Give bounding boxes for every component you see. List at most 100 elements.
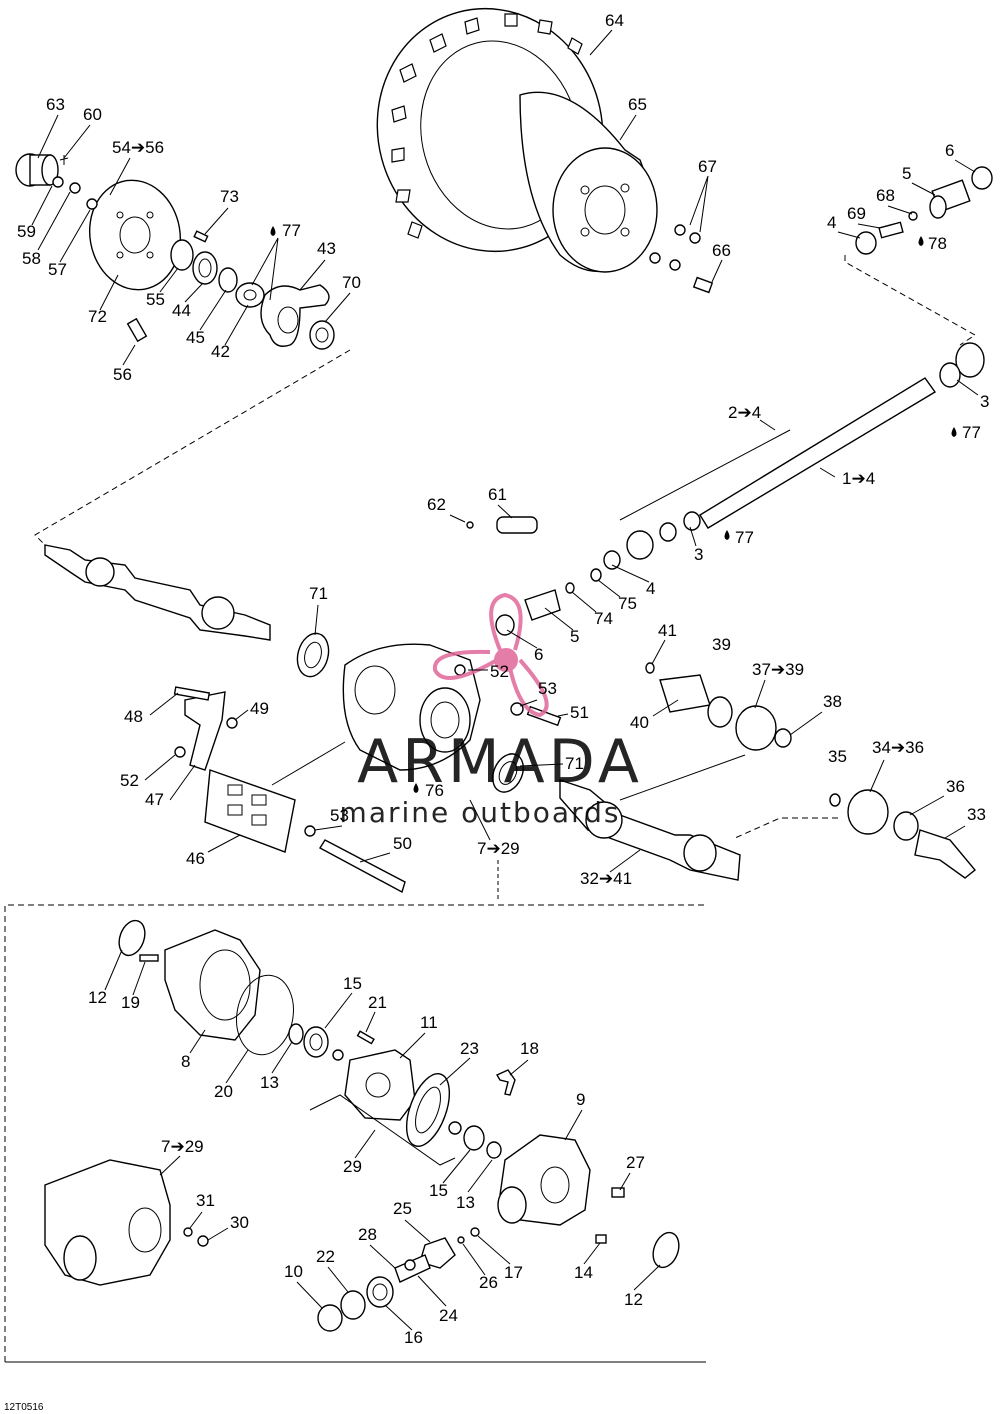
rim-part-65 [519,91,658,273]
callout-5b: 5 [570,627,579,646]
callout-26: 26 [479,1273,498,1292]
callout-53b: 53 [330,806,349,825]
watermark-tagline: marine outboards [340,796,621,829]
callout-44: 44 [172,301,191,320]
callout-16: 16 [404,1328,423,1347]
plate-part-46 [204,769,296,853]
grease-drop-icon [413,783,419,793]
bracket-line-29 [309,1094,456,1166]
bolt-part-48 [173,686,211,701]
assembled-housing-part-7 [44,1159,171,1286]
small-washers-57-58-59 [52,176,98,210]
propeller-blade-top [489,592,523,651]
housing-cover-part-8 [164,929,261,1041]
callout-77b: 77 [962,423,981,442]
callout-labels: 64 65 67 66 63 60 54➔56 59 58 57 72 73 7… [17,11,989,1347]
callout-65: 65 [628,95,647,114]
callout-40: 40 [630,713,649,732]
guide-line-right [844,255,976,346]
callout-68: 68 [876,186,895,205]
long-bolt-part-50 [304,825,406,894]
callout-41: 41 [658,621,677,640]
callout-77a: 77 [282,221,301,240]
grease-drop-icon [918,236,924,246]
callout-22: 22 [316,1247,335,1266]
callout-62: 62 [427,495,446,514]
callout-5a: 5 [902,164,911,183]
bearing-part-16 [366,1276,394,1308]
callout-73: 73 [220,187,239,206]
ring-part-4 [855,231,877,255]
callout-2: 2➔4 [728,403,761,422]
callout-45: 45 [186,328,205,347]
grease-drop-icon [724,530,730,540]
seal-part-70 [309,320,335,350]
callout-39: 39 [712,635,731,654]
wheel-stud-part-66 [692,276,714,294]
callout-63: 63 [46,95,65,114]
bolt-part-19 [139,954,159,962]
callout-18: 18 [520,1039,539,1058]
callout-13a: 13 [260,1073,279,1092]
screw-part-69 [878,221,904,239]
ring-part-small [448,1121,462,1135]
axle-shaft-left [44,544,271,641]
callout-57: 57 [48,260,67,279]
callout-47: 47 [145,790,164,809]
leader-lines [31,29,979,1331]
callout-64: 64 [605,11,624,30]
callout-7a: 7➔29 [477,839,520,858]
callout-49: 49 [250,699,269,718]
nut-part-52-lower [174,746,186,758]
callout-9: 9 [576,1090,585,1109]
callout-50: 50 [393,834,412,853]
wheel-nuts-part-67 [649,224,701,271]
callout-28: 28 [358,1225,377,1244]
seal-part-13-lower [486,1141,502,1159]
callout-32: 32➔41 [580,869,632,888]
callout-56: 56 [113,365,132,384]
callout-20: 20 [214,1082,233,1101]
callout-61: 61 [488,485,507,504]
callout-74: 74 [594,609,613,628]
propeller-blade-left [432,649,498,680]
callout-52b: 52 [120,771,139,790]
callout-25: 25 [393,1199,412,1218]
breather-tube-part-18 [495,1069,516,1096]
seal-part-10 [317,1304,343,1332]
callout-4b: 4 [646,579,655,598]
callout-59: 59 [17,222,36,241]
propeller-blade-right [508,658,549,718]
plug-part-14 [595,1234,607,1244]
callout-21: 21 [368,993,387,1012]
cv-joint-40-41 [645,662,792,751]
callout-7b: 7➔29 [161,1137,204,1156]
callout-67: 67 [698,157,717,176]
callout-6a: 6 [945,141,954,160]
callout-58: 58 [22,249,41,268]
callout-71b: 71 [565,754,584,773]
bracket-part-47 [184,691,226,771]
callout-42: 42 [211,342,230,361]
sleeve-part-5 [929,179,971,219]
stud-part-56 [126,317,148,343]
boot-part-6 [971,166,993,190]
callout-8: 8 [181,1052,190,1071]
callout-34: 34➔36 [872,738,924,757]
callout-35: 35 [828,747,847,766]
callout-15a: 15 [343,974,362,993]
callout-11: 11 [420,1013,438,1032]
callout-17: 17 [504,1263,523,1282]
pin-part-60 [59,155,69,165]
seal-part-13-upper [288,1023,304,1045]
seal-part-12-lower [652,1231,680,1269]
callout-15b: 15 [429,1181,448,1200]
callout-43: 43 [317,239,336,258]
callout-23: 23 [460,1039,479,1058]
guide-line-hub [34,349,351,546]
plug-part-27 [611,1187,625,1198]
callout-51: 51 [570,703,589,722]
bearing-part-15-lower [463,1125,485,1151]
callout-24: 24 [439,1306,458,1325]
callout-54: 54➔56 [112,138,164,157]
